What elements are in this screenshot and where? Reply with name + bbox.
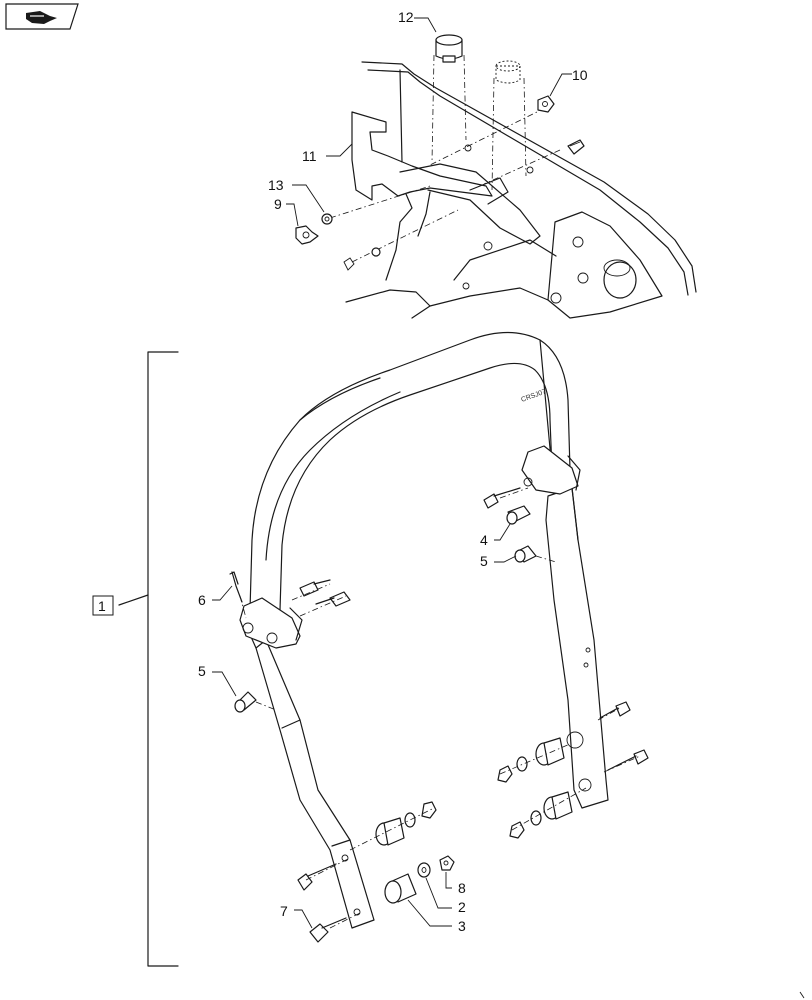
svg-text:5: 5 bbox=[480, 553, 488, 569]
callout-2[interactable]: 2 bbox=[425, 877, 466, 915]
svg-text:13: 13 bbox=[268, 177, 284, 193]
callout-7[interactable]: 7 bbox=[280, 903, 313, 929]
svg-text:8: 8 bbox=[458, 880, 466, 896]
callout-9[interactable]: 9 bbox=[274, 196, 299, 227]
wing-nut-9 bbox=[295, 225, 319, 245]
hardware bbox=[229, 487, 805, 999]
bushing-3 bbox=[384, 873, 417, 904]
hex-nut-10 bbox=[537, 95, 555, 113]
svg-text:4: 4 bbox=[480, 532, 488, 548]
rubber-bumper-12 bbox=[435, 34, 463, 63]
bolt-4 bbox=[506, 505, 531, 525]
svg-text:9: 9 bbox=[274, 196, 282, 212]
screw-top-right bbox=[567, 139, 585, 155]
svg-text:3: 3 bbox=[458, 918, 466, 934]
callout-6[interactable]: 6 bbox=[198, 585, 233, 608]
rubber-bumper-ghost bbox=[495, 60, 521, 84]
svg-text:6: 6 bbox=[198, 592, 206, 608]
svg-text:11: 11 bbox=[302, 148, 317, 164]
callout-5-lower[interactable]: 5 bbox=[198, 663, 237, 697]
callout-5-upper[interactable]: 5 bbox=[480, 553, 517, 569]
plug-5-upper bbox=[514, 545, 537, 563]
callout-10[interactable]: 10 bbox=[549, 67, 588, 97]
callout-3[interactable]: 3 bbox=[407, 899, 466, 934]
svg-text:10: 10 bbox=[572, 67, 588, 83]
callout-12[interactable]: 12 bbox=[398, 9, 437, 33]
svg-text:7: 7 bbox=[280, 903, 288, 919]
bolt-7 bbox=[309, 917, 347, 943]
plug-5-lower bbox=[234, 691, 257, 713]
callout-4[interactable]: 4 bbox=[480, 523, 511, 548]
item-1-bracket bbox=[118, 351, 179, 967]
part-mark: CRSJ07 bbox=[520, 388, 547, 404]
callout-13[interactable]: 13 bbox=[268, 177, 325, 213]
callout-1[interactable]: 1 bbox=[92, 595, 114, 616]
callout-11[interactable]: 11 bbox=[302, 143, 353, 164]
svg-text:2: 2 bbox=[458, 899, 466, 915]
open-book-icon[interactable] bbox=[5, 3, 79, 30]
top-mounting-assembly bbox=[295, 34, 697, 319]
callout-8[interactable]: 8 bbox=[445, 872, 466, 896]
svg-text:12: 12 bbox=[398, 9, 414, 25]
roll-bar-frame: CRSJ07 bbox=[239, 331, 609, 929]
svg-text:5: 5 bbox=[198, 663, 206, 679]
svg-text:1: 1 bbox=[98, 598, 106, 614]
